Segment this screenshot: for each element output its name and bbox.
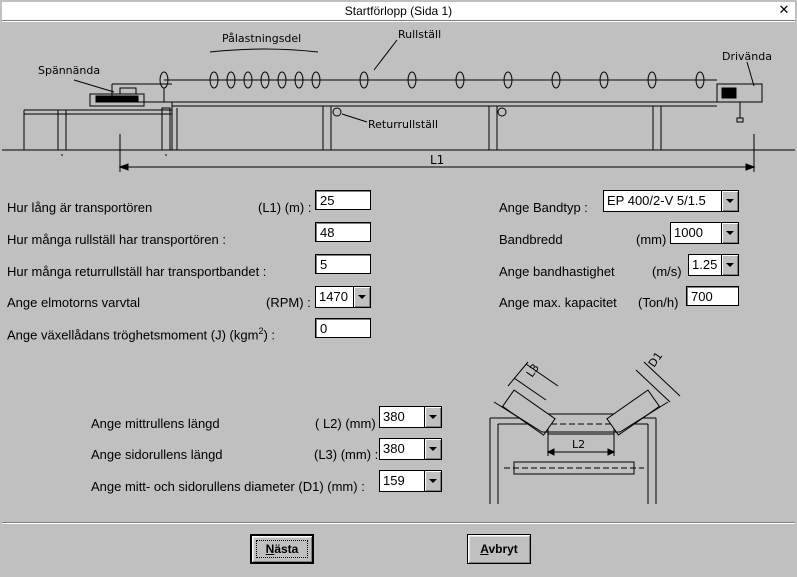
chevron-down-icon[interactable] bbox=[721, 223, 738, 243]
motor-speed-select[interactable]: 1470 bbox=[315, 286, 371, 308]
belt-speed-value: 1.25 bbox=[692, 257, 718, 272]
capacity-unit: (Ton/h) bbox=[638, 295, 679, 310]
close-icon[interactable]: ✕ bbox=[778, 3, 790, 18]
dialog-body: Spännända Pålastningsdel Rullställ Drivä… bbox=[2, 21, 795, 576]
label-idler: Rullställ bbox=[398, 28, 441, 41]
belt-type-select[interactable]: EP 400/2-V 5/1.5 bbox=[603, 190, 739, 212]
idler-diagram: L3 D1 L2 bbox=[489, 350, 681, 504]
side-length-unit: (L3) (mm) : bbox=[314, 447, 379, 462]
belt-speed-unit: (m/s) bbox=[652, 264, 682, 279]
side-length-select[interactable]: 380 bbox=[379, 438, 442, 460]
label-drive-end: Drivända bbox=[722, 50, 772, 63]
belt-speed-select[interactable]: 1.25 bbox=[688, 254, 739, 276]
side-length-label: Ange sidorullens längd bbox=[91, 447, 223, 462]
center-length-value: 380 bbox=[383, 409, 405, 424]
focus-rect bbox=[256, 540, 308, 558]
gear-inertia-label: Ange växellådans tröghetsmoment (J) (kgm… bbox=[7, 326, 276, 343]
return-idlers-label: Hur många returrullställ har transportba… bbox=[7, 264, 267, 279]
diameter-value: 159 bbox=[383, 473, 405, 488]
label-l3: L3 bbox=[524, 362, 542, 380]
belt-width-value: 1000 bbox=[674, 225, 703, 240]
return-idlers-input[interactable] bbox=[315, 254, 371, 274]
motor-speed-label: Ange elmotorns varvtal bbox=[7, 295, 140, 310]
label-return-idler: Returrullställ bbox=[368, 118, 438, 131]
next-button[interactable]: Nästa bbox=[250, 534, 314, 564]
separator bbox=[2, 522, 795, 523]
center-length-label: Ange mittrullens längd bbox=[91, 416, 220, 431]
belt-width-label: Bandbredd bbox=[499, 232, 563, 247]
belt-speed-label: Ange bandhastighet bbox=[499, 264, 615, 279]
capacity-input[interactable] bbox=[686, 286, 739, 306]
chevron-down-icon[interactable] bbox=[721, 255, 738, 275]
length-label: Hur lång är transportören bbox=[7, 200, 153, 215]
chevron-down-icon[interactable] bbox=[424, 439, 441, 459]
belt-width-unit: (mm) bbox=[636, 232, 667, 247]
belt-type-value: EP 400/2-V 5/1.5 bbox=[607, 193, 706, 208]
belt-width-select[interactable]: 1000 bbox=[670, 222, 739, 244]
label-tension-end: Spännända bbox=[38, 64, 100, 77]
idlers-input[interactable] bbox=[315, 222, 371, 242]
belt-type-label: Ange Bandtyp : bbox=[499, 200, 588, 215]
conveyor-diagram: Spännända Pålastningsdel Rullställ Drivä… bbox=[2, 28, 795, 172]
diameter-select[interactable]: 159 bbox=[379, 470, 442, 492]
motor-speed-value: 1470 bbox=[319, 289, 348, 304]
length-input[interactable] bbox=[315, 190, 371, 210]
center-length-unit: ( L2) (mm) : bbox=[315, 416, 383, 431]
chevron-down-icon[interactable] bbox=[353, 287, 370, 307]
center-length-select[interactable]: 380 bbox=[379, 406, 442, 428]
motor-speed-unit: (RPM) : bbox=[266, 295, 311, 310]
chevron-down-icon[interactable] bbox=[721, 191, 738, 211]
chevron-down-icon[interactable] bbox=[424, 407, 441, 427]
length-unit: (L1) (m) : bbox=[258, 200, 312, 215]
gear-inertia-input[interactable] bbox=[315, 318, 371, 338]
side-length-value: 380 bbox=[383, 441, 405, 456]
label-length-l1: L1 bbox=[430, 153, 444, 167]
chevron-down-icon[interactable] bbox=[424, 471, 441, 491]
idlers-label: Hur många rullställ har transportören : bbox=[7, 232, 226, 247]
cancel-button[interactable]: Avbryt bbox=[467, 534, 531, 564]
diameter-label: Ange mitt- och sidorullens diameter (D1)… bbox=[91, 479, 365, 494]
capacity-label: Ange max. kapacitet bbox=[499, 295, 617, 310]
label-l2: L2 bbox=[572, 438, 585, 451]
window-title: Startförlopp (Sida 1) bbox=[344, 4, 453, 18]
label-loading-section: Pålastningsdel bbox=[222, 32, 301, 45]
title-bar[interactable]: Startförlopp (Sida 1) ✕ bbox=[2, 2, 795, 21]
separator-highlight bbox=[2, 523, 795, 524]
